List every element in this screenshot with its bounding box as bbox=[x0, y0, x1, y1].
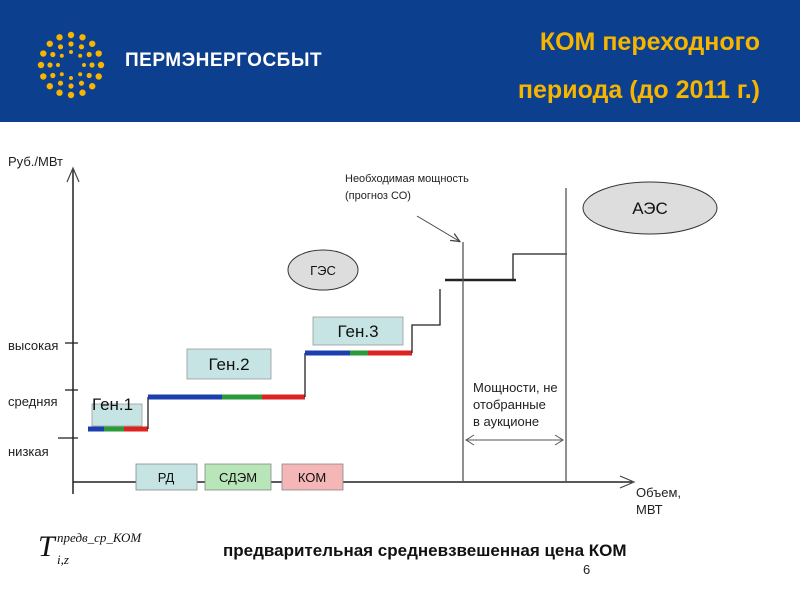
logo-dot bbox=[79, 34, 86, 41]
gen3-label: Ген.3 bbox=[337, 322, 378, 341]
logo-dot bbox=[68, 41, 74, 47]
y-axis-label: Руб./МВт bbox=[8, 154, 63, 169]
logo-dot bbox=[78, 44, 85, 50]
not-selected-label-2: отобранные bbox=[473, 397, 546, 412]
logo-dot bbox=[37, 61, 45, 69]
y-axis-arrow bbox=[66, 166, 80, 183]
legend-sdem bbox=[204, 463, 272, 491]
logo-dot bbox=[95, 50, 102, 57]
formula-subscript: i,z bbox=[57, 552, 69, 567]
title-line-2: периода (до 2011 г.) bbox=[517, 76, 760, 104]
logo-dot bbox=[56, 34, 63, 41]
formula-base: T bbox=[38, 530, 57, 563]
gen3-box bbox=[312, 316, 404, 346]
brand-name: ПЕРМЭНЕРГОСБЫТ bbox=[125, 50, 323, 71]
range-arrow-right-head bbox=[554, 434, 564, 446]
logo-dot bbox=[68, 83, 74, 89]
logo-dot bbox=[56, 63, 60, 67]
logo-dot bbox=[50, 51, 56, 58]
x-axis-label-line-1: Объем, bbox=[636, 485, 681, 500]
logo-dot bbox=[89, 83, 96, 90]
logo-dot bbox=[89, 40, 96, 47]
logo-dot bbox=[82, 63, 86, 67]
range-arrow-left-head bbox=[465, 434, 475, 446]
capacity-auction-diagram: Руб./МВт высокая средняя низкая Объем, М… bbox=[8, 154, 718, 577]
legend-kom bbox=[281, 463, 344, 491]
x-axis-arrow bbox=[619, 475, 636, 489]
gen2-box bbox=[186, 348, 272, 380]
required-capacity-pointer bbox=[416, 215, 459, 241]
logo-dot bbox=[78, 80, 85, 86]
logo-dot bbox=[86, 72, 92, 79]
logo-dot bbox=[56, 89, 63, 96]
logo-dot bbox=[46, 40, 53, 47]
logo-dot bbox=[67, 91, 75, 99]
title-line-1: КОМ переходного bbox=[539, 28, 760, 56]
logo-dot bbox=[97, 61, 105, 69]
x-axis-label-line-2: МВТ bbox=[636, 502, 663, 517]
page-number: 6 bbox=[583, 562, 590, 577]
logo-dot bbox=[67, 31, 75, 39]
price-level-low: низкая bbox=[8, 444, 49, 459]
aes-label: АЭС bbox=[632, 199, 667, 218]
logo-dot bbox=[40, 50, 47, 57]
gen1-label: Ген.1 bbox=[92, 395, 133, 414]
sun-logo-icon bbox=[37, 31, 105, 99]
logo-dot bbox=[69, 76, 73, 80]
logo-dot bbox=[86, 51, 92, 58]
logo-dot bbox=[89, 62, 95, 68]
logo-dot bbox=[40, 73, 47, 80]
legend-rd-label: РД bbox=[158, 470, 175, 485]
logo-dot bbox=[78, 53, 83, 58]
logo-dot bbox=[79, 89, 86, 96]
price-level-high: высокая bbox=[8, 338, 58, 353]
aes-ellipse bbox=[582, 181, 718, 235]
upper-steps bbox=[411, 289, 441, 353]
page-title: КОМ переходного периода (до 2011 г.) bbox=[518, 18, 760, 114]
logo-dot bbox=[57, 80, 64, 86]
price-formula: T предв_ср_КОМ i,z bbox=[38, 530, 142, 567]
not-selected-label-3: в аукционе bbox=[473, 414, 539, 429]
formula-superscript: предв_ср_КОМ bbox=[57, 530, 142, 545]
header-bar: ПЕРМЭНЕРГОСБЫТ КОМ переходного периода (… bbox=[0, 0, 800, 122]
aes-step bbox=[512, 253, 567, 280]
logo-dot bbox=[50, 72, 56, 79]
logo-dot bbox=[69, 50, 73, 54]
logo-dot bbox=[46, 83, 53, 90]
logo-dot bbox=[95, 73, 102, 80]
logo-dot bbox=[57, 44, 64, 50]
ges-ellipse bbox=[287, 249, 359, 291]
legend-sdem-label: СДЭМ bbox=[219, 470, 257, 485]
legend-rd bbox=[135, 463, 198, 491]
gen1-box bbox=[91, 403, 143, 427]
formula-caption: предварительная средневзвешенная цена КО… bbox=[223, 541, 627, 560]
required-capacity-label-2: (прогноз СО) bbox=[345, 190, 411, 202]
logo-dot bbox=[59, 72, 64, 77]
price-level-mid: средняя bbox=[8, 394, 58, 409]
not-selected-label-1: Мощности, не bbox=[473, 380, 558, 395]
ges-label: ГЭС bbox=[310, 263, 336, 278]
gen2-label: Ген.2 bbox=[208, 355, 249, 374]
logo-dot bbox=[59, 53, 64, 58]
required-capacity-label-1: Необходимая мощность bbox=[345, 173, 469, 185]
logo-dot bbox=[78, 72, 83, 77]
legend-kom-label: КОМ bbox=[298, 470, 326, 485]
logo-dot bbox=[47, 62, 53, 68]
